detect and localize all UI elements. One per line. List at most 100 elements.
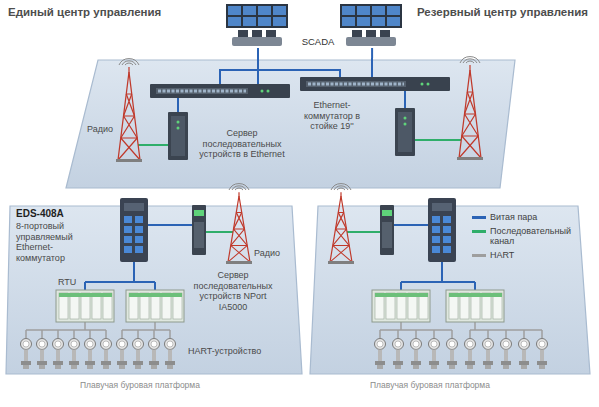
rack-switch — [308, 83, 404, 86]
device-label: Сервер последовательных устройств в Ethe… — [196, 128, 288, 160]
video-wall — [258, 17, 271, 26]
eds-switch — [120, 198, 456, 262]
video-wall — [346, 37, 396, 46]
hart-device — [21, 339, 32, 370]
radio-tower — [116, 57, 483, 264]
serial-wire — [138, 144, 168, 146]
radio-tower — [330, 192, 352, 262]
rack-switch — [427, 83, 430, 86]
platform-label: Плавучая буровая платформа — [370, 380, 490, 390]
device-label: RTU — [58, 277, 76, 288]
eds-switch — [135, 216, 143, 223]
device-label: Ethernet-коммутатор в стойке 19'' — [292, 100, 372, 132]
hart-device — [501, 339, 512, 370]
platform-shape — [66, 60, 515, 188]
video-wall — [228, 6, 241, 15]
hart-device — [85, 339, 96, 370]
eds-switch — [428, 198, 456, 262]
text-slot: Плавучая буровая платформа — [370, 380, 490, 390]
video-wall — [342, 6, 355, 15]
legend-row: Витая пара — [472, 212, 578, 223]
device-label: 8-портовый управляемый Ethernet-коммутат… — [16, 221, 86, 263]
radio-tower — [460, 57, 480, 63]
hart-device — [429, 339, 440, 370]
platform-label: Плавучая буровая платформа — [80, 380, 200, 390]
hart-device — [393, 339, 404, 370]
video-wall — [340, 4, 402, 46]
serial-server — [398, 112, 412, 152]
video-wall — [226, 4, 288, 28]
rtu-rack — [126, 290, 184, 322]
rtu-rack — [446, 290, 504, 322]
hart-device — [519, 339, 530, 370]
twisted-pair-connector — [257, 48, 259, 58]
video-wall — [238, 30, 248, 37]
hart-wire — [380, 322, 452, 338]
hart-device — [165, 339, 176, 370]
radio-tower — [118, 67, 140, 160]
video-wall — [380, 30, 390, 37]
video-wall — [273, 17, 286, 26]
twisted-pair-wire — [148, 224, 192, 226]
hart-device — [483, 339, 494, 370]
serial-server — [395, 108, 415, 156]
serial-server — [171, 116, 185, 156]
radio-tower — [228, 192, 250, 262]
hart-wire — [122, 322, 170, 338]
hart-device — [37, 339, 48, 370]
eds-switch — [135, 246, 143, 253]
device-label: Радио — [87, 124, 113, 135]
text-slot: EDS-408A — [16, 208, 64, 220]
twisted-pair-wire — [394, 224, 428, 226]
twisted-pair-wire — [177, 98, 179, 112]
hart-device — [69, 339, 80, 370]
rack-switch — [261, 90, 264, 93]
hart-device — [133, 339, 144, 370]
nport-server — [194, 210, 204, 216]
eds-switch — [135, 226, 143, 233]
eds-switch — [124, 236, 132, 243]
radio-tower — [328, 261, 354, 264]
video-wall — [226, 4, 288, 46]
rack-switch — [158, 90, 246, 93]
rtu-rack — [56, 290, 114, 322]
video-wall — [387, 17, 400, 26]
rack-switch — [300, 77, 450, 91]
serial-server — [404, 123, 407, 126]
nport-server — [194, 222, 204, 248]
video-wall — [243, 17, 256, 26]
serial-wire — [206, 231, 233, 233]
video-wall — [342, 17, 355, 26]
serial-server — [404, 117, 407, 120]
eds-switch — [120, 198, 148, 262]
hart-wire — [470, 322, 542, 338]
twisted-pair-wire — [404, 91, 406, 108]
nport-server — [192, 205, 394, 255]
text-slot: Сервер последовательных устройств NPort … — [190, 270, 276, 312]
hart-device — [537, 339, 548, 370]
twisted-pair-wire — [85, 58, 475, 290]
hart-device — [465, 339, 476, 370]
text-slot: Ethernet-коммутатор в стойке 19'' — [292, 100, 372, 132]
video-wall — [228, 17, 241, 26]
model-name: EDS-408A — [16, 208, 64, 220]
radio-tower — [226, 261, 252, 264]
eds-switch — [432, 216, 440, 223]
text-slot: Плавучая буровая платформа — [80, 380, 200, 390]
video-wall — [252, 30, 262, 37]
device-label: Сервер последовательных устройств NPort … — [190, 270, 276, 312]
video-wall — [372, 6, 385, 15]
eds-switch — [135, 236, 143, 243]
text-slot: Радио — [254, 248, 280, 259]
twisted-pair-wire — [401, 262, 475, 290]
rack-switch — [150, 84, 290, 98]
eds-switch — [443, 216, 451, 223]
hart-wire — [26, 322, 106, 338]
hart-device — [101, 339, 112, 370]
video-wall — [387, 6, 400, 15]
hart-device — [149, 339, 160, 370]
legend-swatch — [472, 230, 486, 233]
video-wall — [273, 6, 286, 15]
